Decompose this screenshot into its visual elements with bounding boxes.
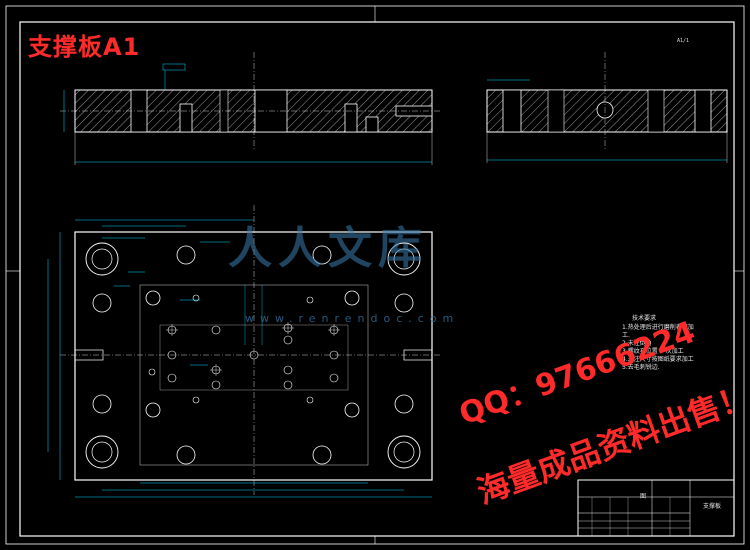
tech-requirement-line: 1.热处理后进行磨削表面加 (622, 324, 694, 331)
watermark-text: 人人文库 (228, 223, 428, 274)
tech-requirements-title: 技术要求 (632, 315, 657, 322)
plan-view (47, 205, 440, 498)
sheet-border-inner (19, 21, 735, 537)
sheet-ref: A1/1 (677, 38, 690, 44)
watermark-url: www.renrendoc.com (245, 312, 460, 325)
side-section-view (486, 52, 728, 163)
tech-requirement-line: 5.去毛刺锐边. (622, 364, 660, 371)
title-block (577, 479, 735, 537)
tech-requirement-line: 2.未注倒角 (622, 340, 652, 347)
drawing-title: 支撑板A1 (28, 33, 141, 61)
tech-requirement-line: 3.螺纹孔位置 一次加工 (622, 348, 684, 355)
title-block-part-name: 支撑板 (703, 503, 722, 510)
tech-requirement-line: 工. (622, 332, 630, 339)
front-section-view (60, 52, 440, 165)
tech-requirement-line: 4.未注尺寸按图纸要求加工 (622, 356, 694, 363)
title-block-company: 图 (640, 493, 647, 500)
